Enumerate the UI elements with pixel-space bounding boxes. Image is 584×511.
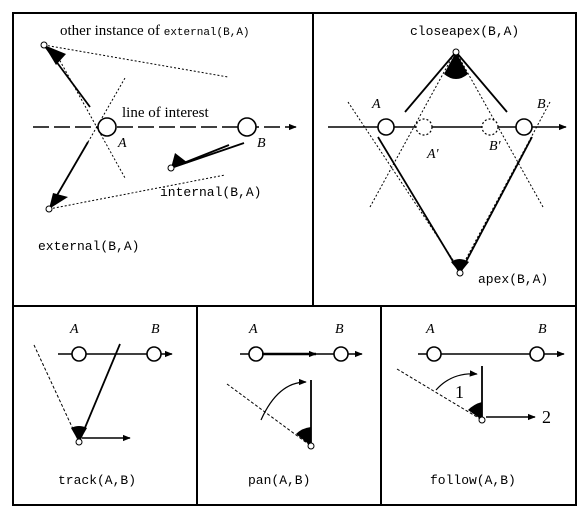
camera-icon: [452, 48, 460, 56]
actor-b-node: [146, 346, 162, 362]
camera-wedge-icon: [71, 426, 87, 442]
step-1-label: 1: [455, 382, 464, 402]
actor-b-label: B: [335, 322, 344, 337]
cross-line: [53, 49, 126, 179]
external-label: external(B,A): [38, 239, 139, 254]
view-line: [226, 383, 312, 447]
view-line: [43, 44, 229, 78]
actor-a-label: A: [425, 322, 435, 337]
actor-a-prime-label: A': [426, 147, 440, 162]
actor-b-node: [333, 346, 349, 362]
view-line: [33, 344, 80, 443]
line-of-interest-label: line of interest: [122, 105, 209, 121]
actor-b-prime-node: [481, 118, 499, 136]
actor-b-label: B: [537, 97, 546, 112]
camera-icon: [40, 41, 48, 49]
actor-a-label: A: [248, 322, 258, 337]
cross-line: [369, 51, 456, 208]
actor-b-node: [529, 346, 545, 362]
apex-label: apex(B,A): [478, 272, 548, 287]
actor-a-node: [71, 346, 87, 362]
actor-b-node: [237, 117, 257, 137]
view-line: [459, 136, 533, 274]
actor-a-node: [426, 346, 442, 362]
rotation-arc: [260, 378, 307, 421]
follow-caption: follow(A,B): [430, 473, 516, 488]
track-caption: track(A,B): [58, 473, 136, 488]
camera-icon: [75, 438, 83, 446]
rotation-arc: [435, 370, 478, 391]
panel-external: other instance of external(B,A) line of …: [33, 23, 297, 254]
actor-a-label: A: [69, 322, 79, 337]
actor-a-label: A: [371, 97, 381, 112]
camera-icon: [307, 442, 315, 450]
view-line: [377, 136, 461, 274]
step-2-label: 2: [542, 407, 551, 427]
cross-line: [455, 51, 544, 208]
camera-icon: [167, 164, 175, 172]
panel-follow: A B 1 2 follow(A,B): [396, 322, 565, 488]
camera-icon: [45, 205, 53, 213]
panel-track: A B track(A,B): [33, 322, 173, 488]
actor-b-label: B: [151, 322, 160, 337]
actor-a-prime-node: [415, 118, 433, 136]
panel-borders: [12, 12, 577, 506]
camera-wedge-icon: [451, 259, 469, 273]
camera-icon: [456, 269, 464, 277]
actor-a-label: A: [117, 136, 127, 151]
actor-b-label: B: [538, 322, 547, 337]
panel-apex: closeapex(B,A) A B A' B' apex(B,A): [328, 24, 567, 287]
closeapex-label: closeapex(B,A): [410, 24, 519, 39]
view-line: [396, 368, 483, 421]
view-line: [48, 174, 226, 210]
camera-icon: [478, 416, 486, 424]
camera-wedge-icon: [444, 52, 468, 79]
view-line: [455, 51, 508, 113]
camera-wedge-icon: [468, 402, 482, 420]
view-line: [78, 343, 121, 443]
actor-a-node: [97, 117, 117, 137]
panel-title: other instance of external(B,A): [60, 23, 250, 39]
camera-wedge-icon: [49, 193, 68, 209]
actor-a-node: [377, 118, 395, 136]
view-line: [404, 51, 457, 113]
actor-b-node: [515, 118, 533, 136]
cross-line: [458, 101, 551, 273]
camera-wedge-icon: [171, 153, 188, 168]
panel-pan: A B pan(A,B): [226, 322, 363, 488]
internal-label: internal(B,A): [160, 185, 261, 200]
actor-b-prime-label: B': [489, 139, 502, 154]
actor-a-node: [248, 346, 264, 362]
camera-wedge-icon: [296, 427, 311, 446]
actor-b-label: B: [257, 136, 266, 151]
pan-caption: pan(A,B): [248, 473, 310, 488]
camera-wedge-icon: [44, 45, 66, 65]
